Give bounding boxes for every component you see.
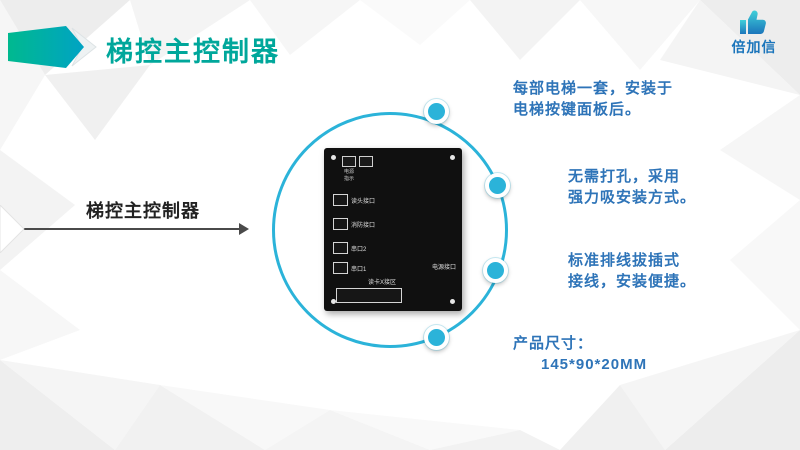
edge-chevron-icon — [0, 205, 25, 253]
pointer-arrowhead-icon — [239, 223, 249, 235]
feature-line: 标准排线拔插式 — [568, 252, 681, 269]
board-screw-icon — [331, 299, 336, 304]
connector-icon — [333, 242, 348, 254]
board-screw-icon — [450, 299, 455, 304]
board-connector-row: 读头接口 — [333, 194, 375, 206]
feature-text-1: 每部电梯一套，安装于 电梯按键面板后。 — [513, 78, 673, 120]
feature-line: 电梯按键面板后。 — [513, 101, 642, 118]
board-label: 指示 — [344, 176, 355, 182]
connector-icon — [333, 218, 348, 230]
board-chips — [342, 156, 373, 167]
board-connector-row: 串口1 — [333, 262, 366, 274]
board-screw-icon — [450, 155, 455, 160]
board-connector-row: 消防接口 — [333, 218, 375, 230]
feature-line: 产品尺寸： — [513, 335, 594, 352]
chip-icon — [359, 156, 373, 167]
thumbs-up-icon — [740, 10, 766, 34]
feature-text-4: 产品尺寸： 145*90*20MM — [513, 333, 647, 375]
feature-text-3: 标准排线拔插式 接线，安装便捷。 — [568, 250, 696, 292]
board-top-labels: 电源 指示 — [344, 169, 354, 183]
circle-node-2 — [485, 173, 510, 198]
board-screw-icon — [331, 155, 336, 160]
diagram-circle — [272, 112, 508, 348]
feature-line: 每部电梯一套，安装于 — [513, 80, 674, 97]
title-ribbon-icon — [8, 26, 97, 68]
brand-logo: 倍加信 — [722, 8, 786, 57]
product-label: 梯控主控制器 — [86, 201, 200, 221]
connector-icon — [333, 262, 348, 274]
feature-line: 接线，安装便捷。 — [568, 273, 697, 290]
page-title: 梯控主控制器 — [106, 37, 280, 67]
circle-node-3 — [483, 258, 508, 283]
feature-line: 无需打孔，采用 — [568, 168, 681, 185]
pointer-line — [0, 228, 241, 230]
chip-icon — [342, 156, 356, 167]
board-label: 读头接口 — [351, 198, 376, 205]
circle-node-1 — [424, 99, 449, 124]
circle-node-4 — [424, 325, 449, 350]
board-connector-row: 串口2 — [333, 242, 366, 254]
board-label: 读卡X接区 — [368, 280, 397, 286]
brand-name: 倍加信 — [731, 39, 777, 55]
connector-icon — [336, 288, 402, 303]
feature-line: 145*90*20MM — [541, 356, 648, 373]
board-label: 电源接口 — [431, 265, 456, 271]
feature-line: 强力吸安装方式。 — [568, 189, 697, 206]
board-label: 电源 — [344, 169, 355, 175]
board-label: 串口1 — [351, 266, 367, 273]
controller-board-image: 电源 指示 读头接口 消防接口 串口2 串口1 电源接口 读卡X接区 — [324, 148, 462, 311]
board-label: 消防接口 — [351, 222, 376, 229]
board-label: 串口2 — [351, 246, 367, 253]
connector-icon — [333, 194, 348, 206]
feature-text-2: 无需打孔，采用 强力吸安装方式。 — [568, 166, 696, 208]
